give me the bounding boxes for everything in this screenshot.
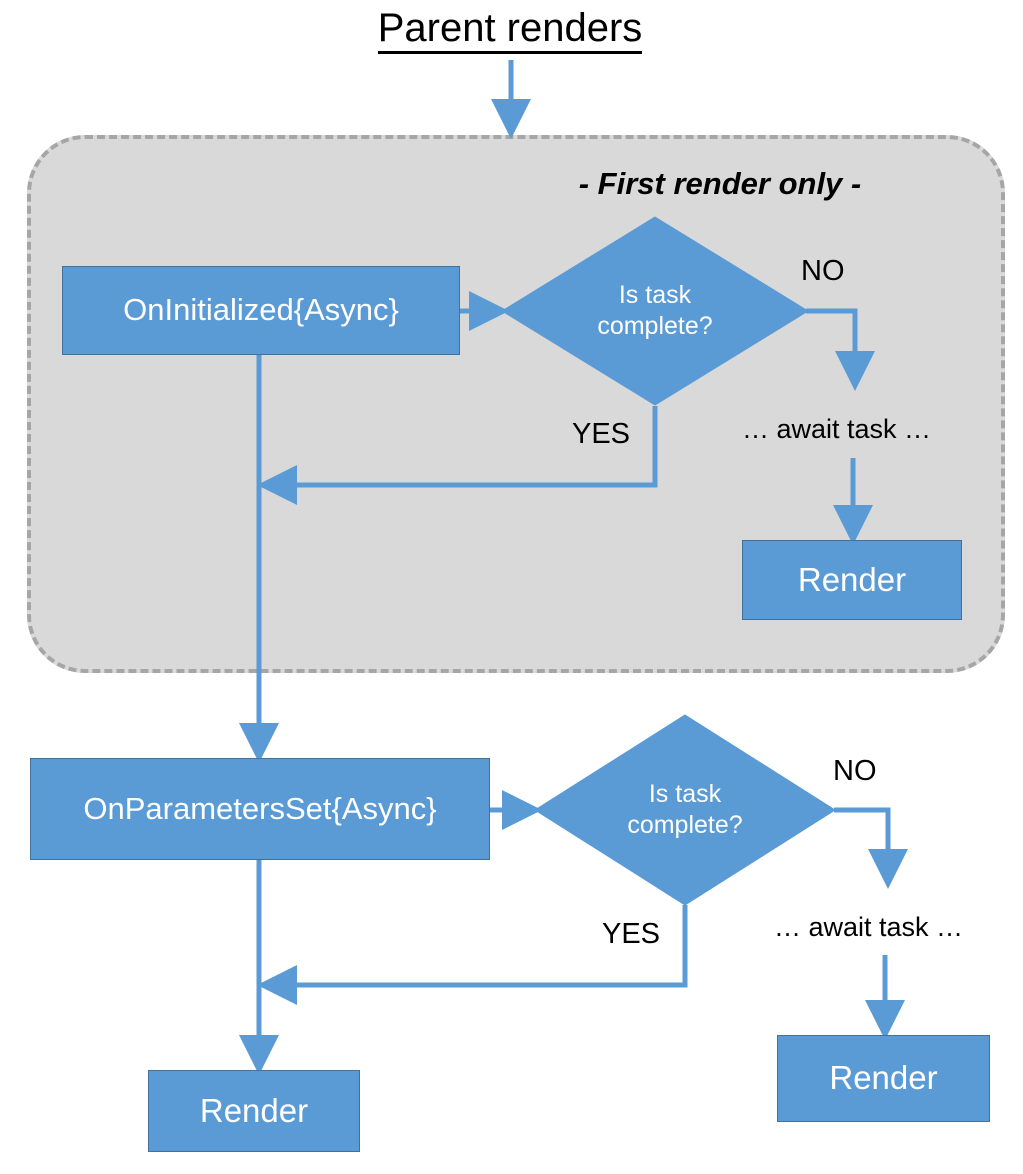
decision-top-is-task-complete[interactable]: Is task complete? <box>500 215 810 407</box>
page-title: Parent renders <box>330 6 690 54</box>
node-onparametersset[interactable]: OnParametersSet{Async} <box>30 758 490 860</box>
edge-label-yes-top: YES <box>572 418 631 450</box>
page-title-text: Parent renders <box>377 6 643 54</box>
await-task-bottom-label: … await task … <box>774 912 964 942</box>
await-task-top-label: … await task … <box>742 414 932 444</box>
node-render-bottom-left[interactable]: Render <box>148 1070 360 1152</box>
decision-bottom-is-task-complete[interactable]: Is task complete? <box>533 713 837 907</box>
node-render-top[interactable]: Render <box>742 540 962 620</box>
edge-label-no-bottom: NO <box>833 755 877 787</box>
node-render-bottom-right[interactable]: Render <box>777 1035 990 1122</box>
edge-decision-bottom-no <box>834 807 908 890</box>
edge-label-no-top: NO <box>801 255 845 287</box>
node-oninitialized[interactable]: OnInitialized{Async} <box>62 266 460 355</box>
edge-label-yes-bottom: YES <box>602 918 661 950</box>
group-label: - First render only - <box>578 166 862 201</box>
